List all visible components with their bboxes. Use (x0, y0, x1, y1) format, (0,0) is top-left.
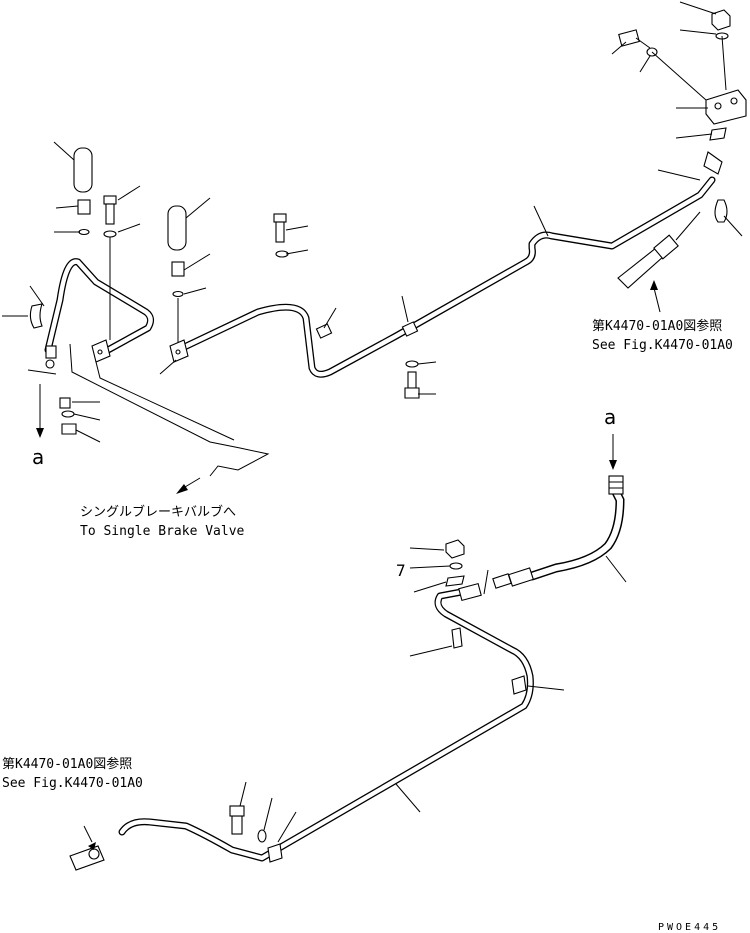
to-valve-en: To Single Brake Valve (80, 524, 245, 539)
marker-a-right: a (604, 405, 616, 429)
center-bolt (273, 213, 289, 258)
ref-bottom-en: See Fig.K4470-01A0 (2, 776, 143, 791)
lower-clip-3 (267, 843, 283, 863)
left-fitting (45, 345, 57, 369)
lower-brake-pipe (118, 586, 534, 862)
ref-top-jp: 第K4470-01A0図参照 (592, 318, 722, 334)
leader-lines-upper (2, 1, 743, 443)
left-bottom-parts (59, 397, 77, 435)
lower-clip-1 (451, 627, 463, 649)
lower-connector (458, 582, 482, 602)
upper-brake-pipe (174, 176, 716, 378)
lower-nut-stack (445, 539, 465, 587)
left-clip (29, 303, 43, 329)
lower-washer (257, 829, 267, 843)
drawing-code: PWOE445 (658, 922, 721, 933)
left-switch-1 (73, 147, 93, 236)
upper-bolt (404, 371, 420, 399)
label-7: 7 (396, 561, 406, 580)
lower-clip-2 (511, 675, 527, 695)
marker-a-left: a (32, 445, 44, 469)
left-upper-pipe (44, 258, 155, 354)
ref-top-en: See Fig.K4470-01A0 (592, 338, 733, 353)
upper-clip-1 (315, 323, 333, 339)
lower-bolt (229, 805, 245, 835)
to-valve-jp: シングルブレーキバルブへ (80, 504, 236, 520)
upper-washer (405, 360, 419, 368)
top-right-bracket-assembly (618, 9, 747, 223)
junction-block-1 (91, 339, 111, 363)
left-switch-2 (167, 205, 187, 344)
top-right-hose-end (617, 211, 701, 313)
ref-bottom-jp: 第K4470-01A0図参照 (2, 756, 132, 772)
flexible-hose (492, 475, 625, 589)
leader-lines-lower (239, 547, 627, 843)
upper-clip-2 (401, 321, 419, 337)
tee-fitting (69, 825, 105, 871)
junction-block-2 (169, 339, 189, 363)
left-bolt-1 (103, 195, 117, 340)
valve-guide-line (69, 343, 270, 477)
